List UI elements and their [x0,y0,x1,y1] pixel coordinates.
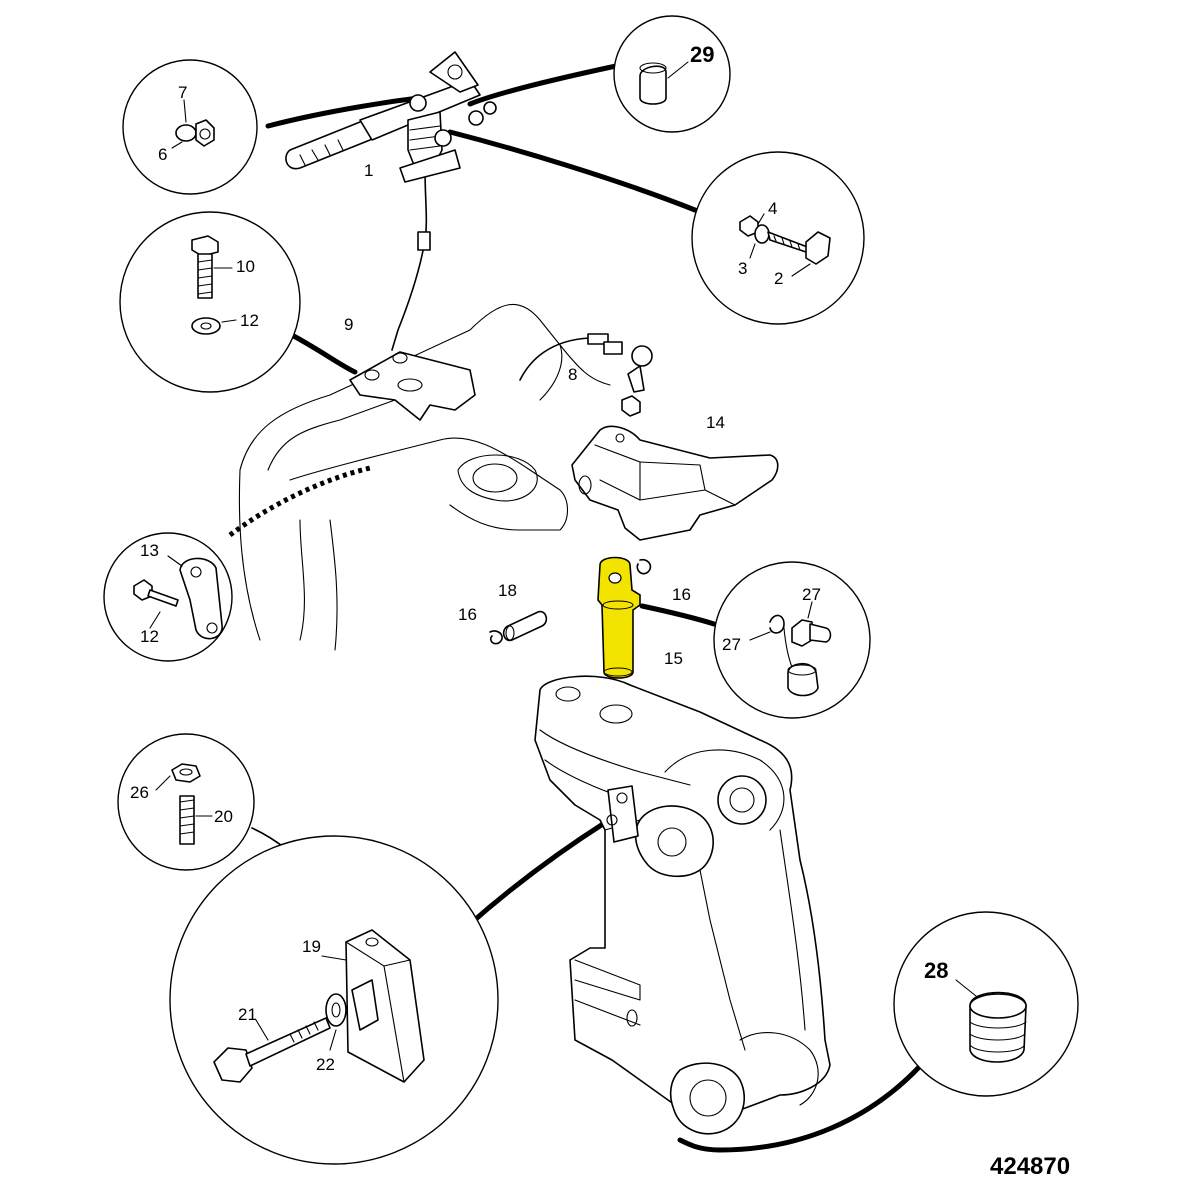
control-cable [391,169,428,351]
callout-15: 15 [664,649,683,668]
detail-circle-nut-washer [122,59,258,195]
callout-29: 29 [690,42,714,67]
circlip-16-lower [489,630,503,645]
drawing-reference-number: 424870 [990,1153,1070,1180]
detail-circle-nut-stud [117,733,255,871]
detail-circle-clamp-plate [103,532,233,662]
detail-circle-stop-block [169,835,499,1165]
ball-joint-8 [587,333,653,417]
callout-13: 13 [140,541,159,560]
circlip-16-upper [636,558,652,575]
callout-16-upper: 16 [672,585,691,604]
callout-14: 14 [706,413,725,432]
callout-20: 20 [214,807,233,826]
pivot-arm-casting [534,675,831,1135]
callout-16-lower: 16 [458,605,477,624]
callout-18: 18 [498,581,517,600]
cable-ferrule [417,231,431,251]
lever-assembly [285,51,497,183]
bracket-14 [571,425,779,541]
detail-circle-grease-nipple [713,561,871,719]
callout-11: 12 [140,627,159,646]
callout-8: 8 [568,365,577,384]
callout-22: 22 [316,1055,335,1074]
callout-1: 1 [364,161,373,180]
pin-15-highlighted[interactable] [597,556,641,679]
detail-circle-bolt-washer [119,211,301,393]
axle-frame [238,303,611,651]
callout-27: 27 [722,635,741,654]
callout-12: 12 [240,311,259,330]
detail-circle-plug [893,911,1079,1097]
callout-24: 26 [130,783,149,802]
detail-circle-bolt [691,151,865,325]
callout-21: 21 [238,1005,257,1024]
callout-7: 7 [178,83,187,102]
part-number-labels: 7 6 1 29 4 3 2 10 12 9 8 14 13 12 18 16 … [130,42,1070,1180]
callout-6: 6 [158,145,167,164]
bracket-9 [349,351,476,421]
detail-circle-cap [613,15,731,133]
linkage-cable [519,337,591,381]
callout-2: 2 [774,269,783,288]
callout-28: 28 [924,958,948,983]
callout-3: 3 [738,259,747,278]
callout-26: 27 [802,585,821,604]
leader-lines [228,63,925,1153]
pin-18 [502,610,548,642]
callout-9: 9 [344,315,353,334]
callout-10: 10 [236,257,255,276]
callout-19: 19 [302,937,321,956]
callout-4: 4 [768,199,777,218]
